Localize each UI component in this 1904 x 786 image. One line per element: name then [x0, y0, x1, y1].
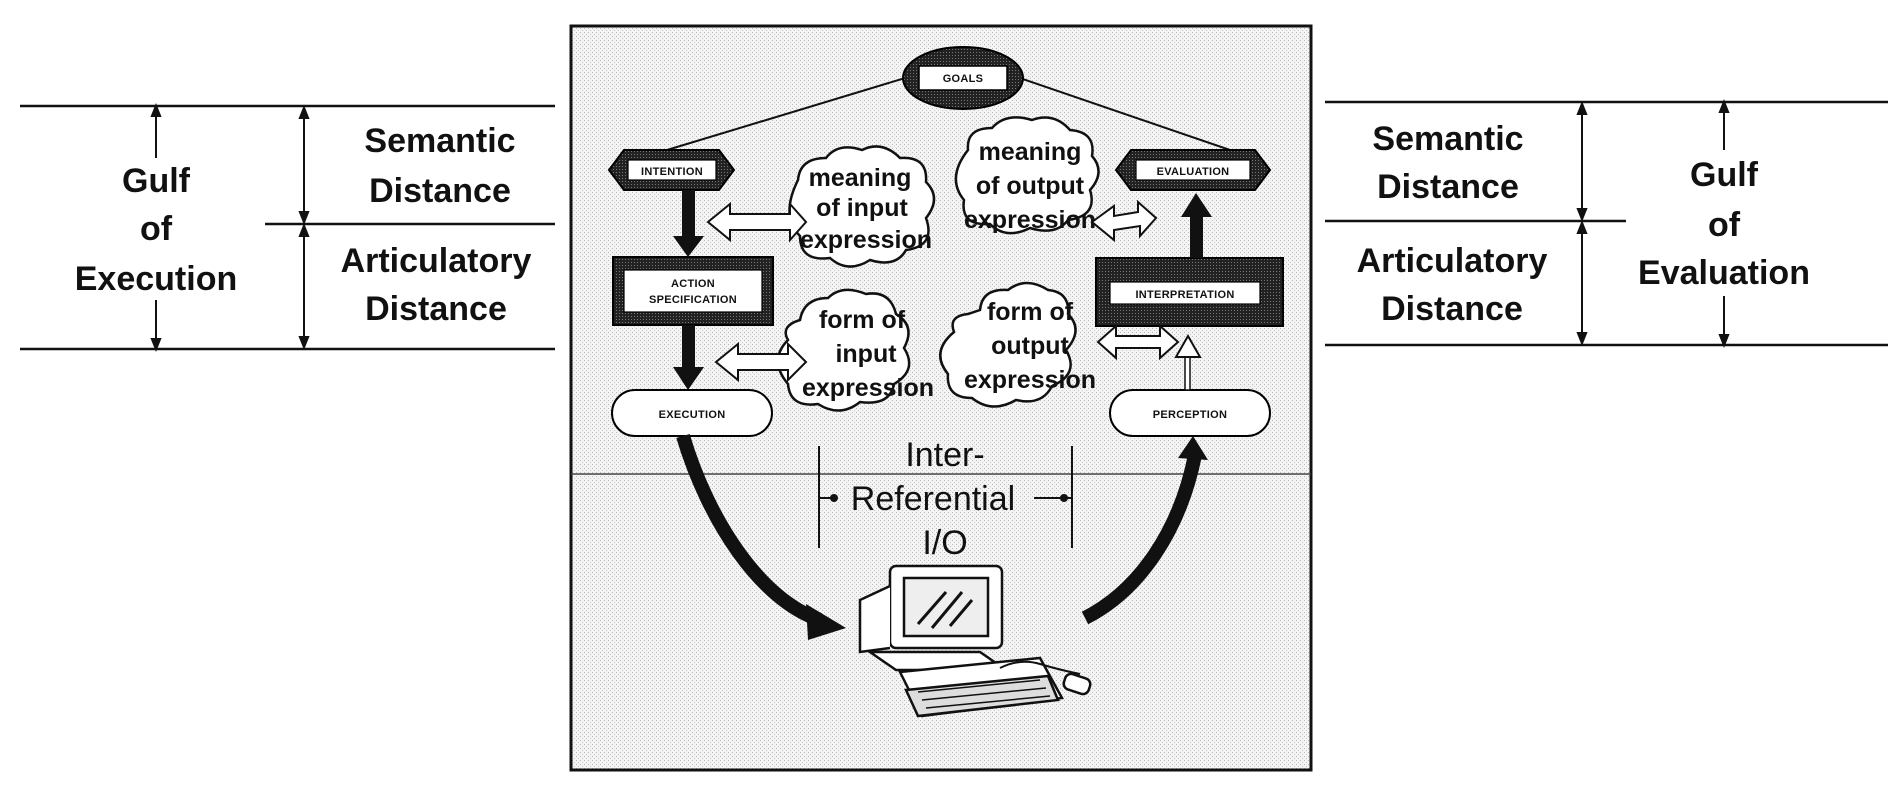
form-of-output-cloud: form of output expression [939, 281, 1096, 408]
perception-label: PERCEPTION [1153, 409, 1228, 421]
left-gulf-line1: Gulf [122, 162, 191, 200]
meaning-output-line2: of output [976, 172, 1085, 200]
meaning-of-input-cloud: meaning of input expression [788, 145, 936, 268]
cloud-link-arrows [706, 199, 1180, 383]
right-gulf-line2: of [1708, 206, 1741, 244]
perception-curve-arrow [1081, 453, 1202, 625]
inter-referential-bracket [818, 446, 1073, 548]
interpretation-label: INTERPRETATION [1135, 289, 1234, 301]
right-articulatory-line1: Articulatory [1357, 242, 1548, 280]
left-articulatory-line1: Articulatory [341, 242, 532, 280]
form-input-line2: input [835, 340, 897, 368]
evaluation-flow-arrows [1174, 193, 1212, 391]
meaning-input-line1: meaning [809, 164, 912, 192]
form-output-line3: expression [964, 366, 1096, 394]
inter-referential-line2: Referential [851, 480, 1015, 518]
form-output-line1: form of [987, 298, 1074, 326]
center-panel: GOALS INTENTION EVALUATION ACTION SPECIF… [569, 24, 1313, 772]
right-semantic-line2: Distance [1377, 168, 1519, 206]
form-input-line1: form of [819, 306, 906, 334]
form-of-input-cloud: form of input expression [776, 288, 934, 412]
form-input-line3: expression [802, 374, 934, 402]
meaning-of-output-cloud: meaning of output expression [954, 116, 1100, 235]
right-gulf-scale: Semantic Distance Articulatory Distance … [1325, 99, 1888, 348]
execution-label: EXECUTION [659, 409, 726, 421]
right-gulf-line1: Gulf [1690, 156, 1759, 194]
evaluation-label: EVALUATION [1157, 166, 1230, 178]
left-semantic-line2: Distance [369, 172, 511, 210]
execution-flow-arrows [673, 190, 704, 390]
inter-referential-line3: I/O [922, 524, 967, 562]
left-gulf-line2: of [140, 210, 173, 248]
right-gulf-line3: Evaluation [1638, 254, 1810, 292]
right-semantic-line1: Semantic [1372, 120, 1523, 158]
form-output-line2: output [991, 332, 1069, 360]
meaning-input-line2: of input [816, 194, 908, 222]
action-spec-line2: SPECIFICATION [649, 294, 737, 306]
right-articulatory-line2: Distance [1381, 290, 1523, 328]
intention-label: INTENTION [641, 166, 703, 178]
action-spec-line1: ACTION [671, 278, 715, 290]
meaning-input-line3: expression [800, 226, 932, 254]
left-gulf-scale: Gulf of Execution Semantic Distance Arti… [20, 103, 555, 352]
meaning-output-line3: expression [964, 206, 1096, 234]
left-gulf-line3: Execution [75, 260, 237, 298]
inter-referential-line1: Inter- [905, 436, 984, 474]
left-articulatory-line2: Distance [365, 290, 507, 328]
execution-curve-arrow [676, 434, 823, 627]
execution-node [611, 389, 773, 437]
left-semantic-line1: Semantic [364, 122, 515, 160]
meaning-output-line1: meaning [979, 138, 1082, 166]
goals-label: GOALS [943, 73, 984, 85]
computer-icon [858, 564, 1092, 718]
